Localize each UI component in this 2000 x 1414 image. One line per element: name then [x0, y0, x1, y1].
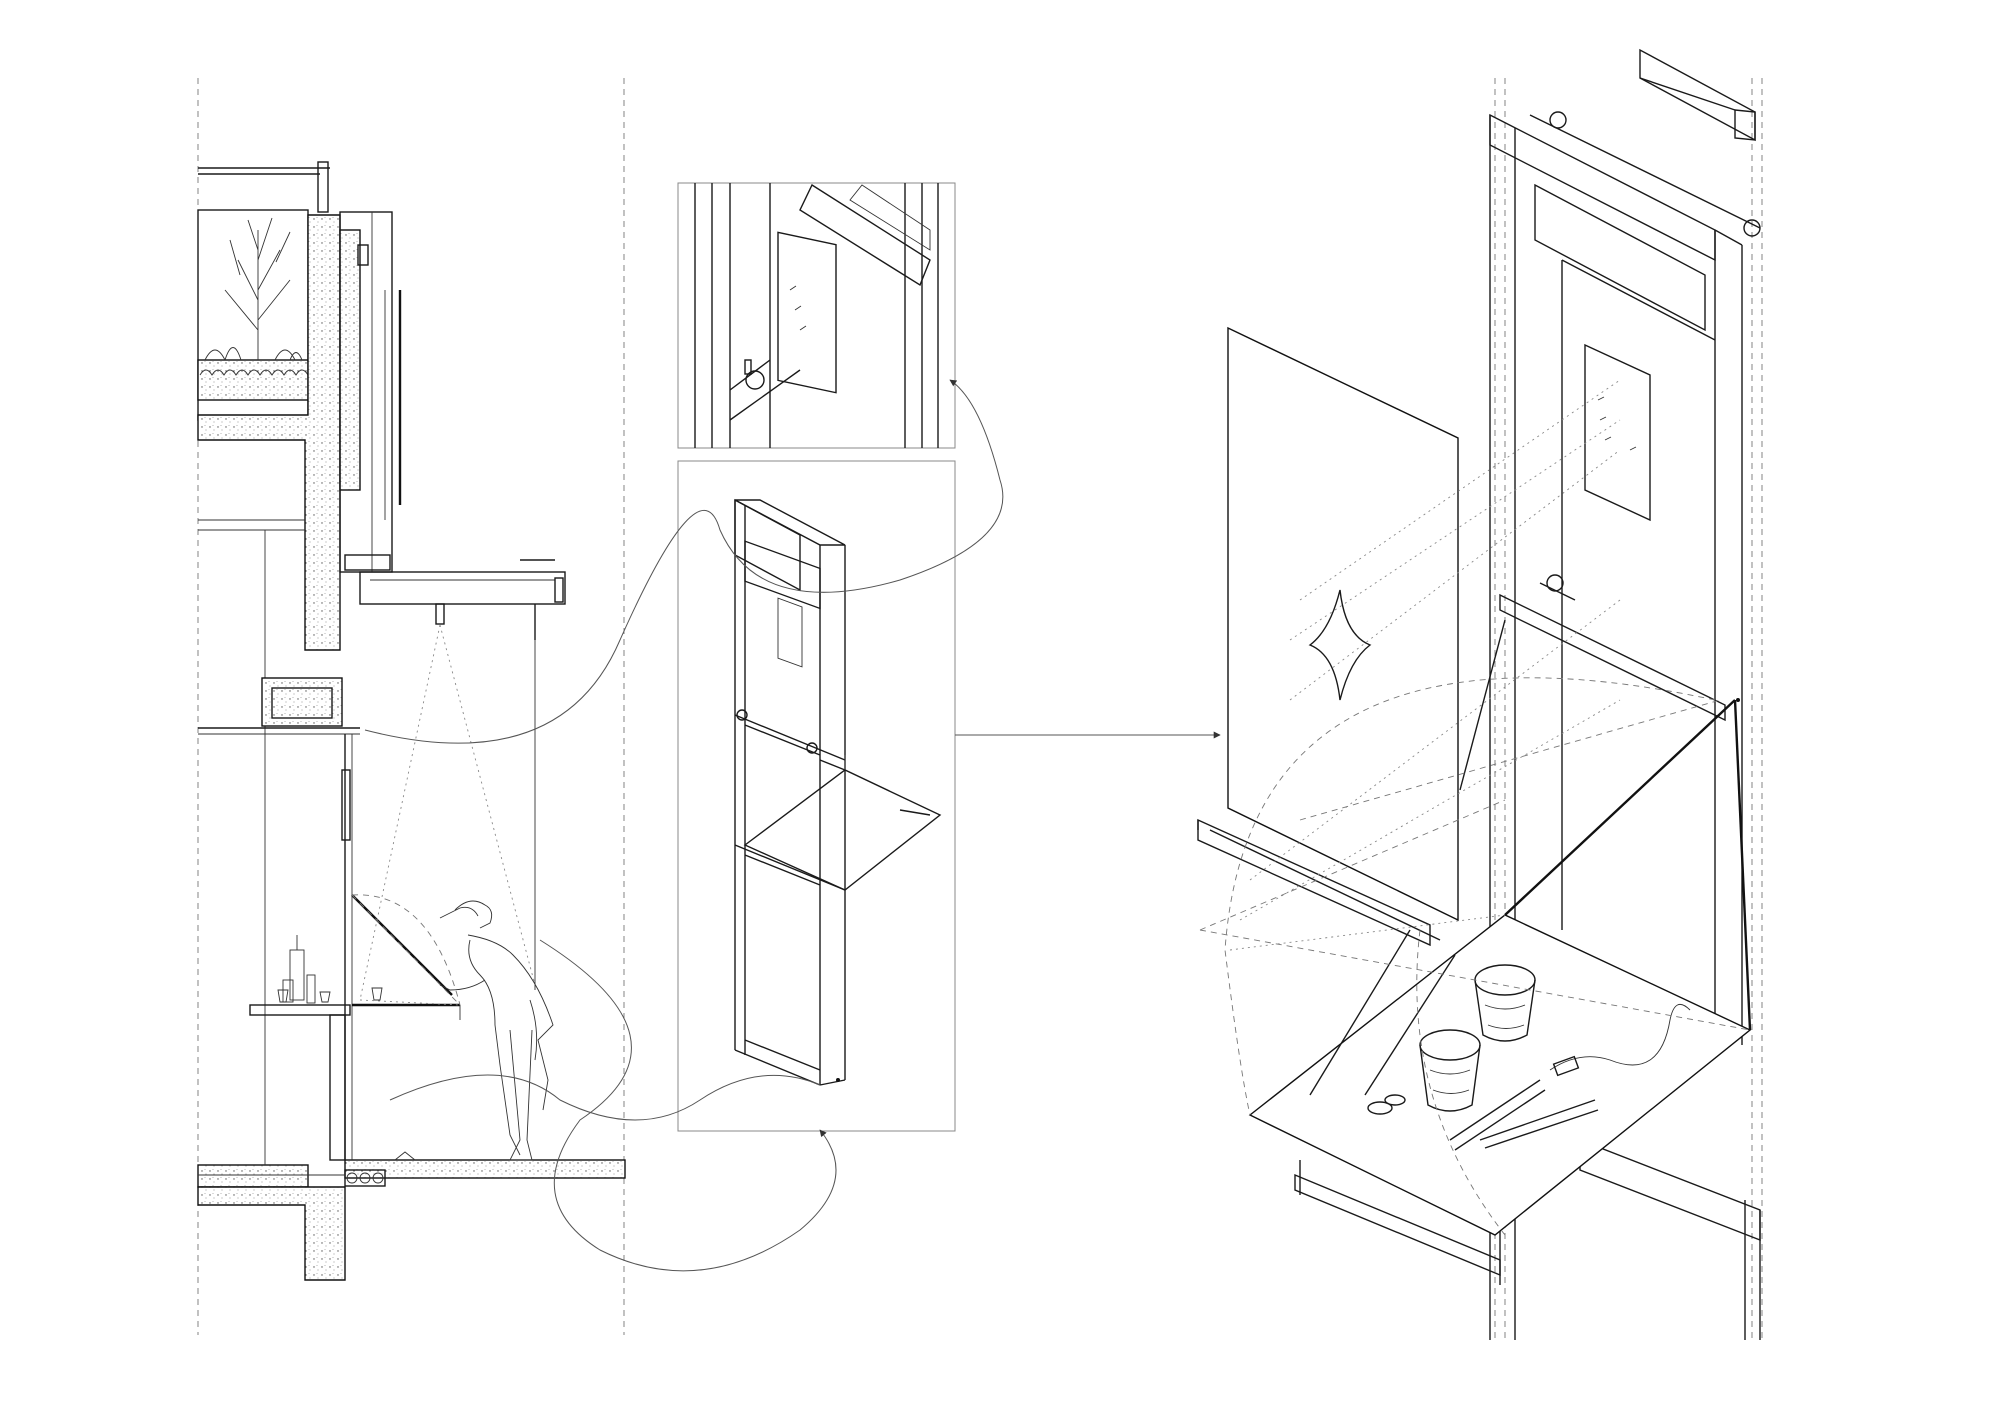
exploded-axonometric [1197, 48, 1763, 1340]
person-figure [439, 900, 554, 1161]
roof-planter [197, 209, 309, 421]
axon-tray [1248, 619, 1752, 1236]
detail-view [677, 182, 956, 449]
explode-guides [1199, 379, 1751, 1236]
concrete-structure [197, 214, 626, 1281]
connector-lines [364, 379, 1221, 1272]
interior-counter [249, 935, 351, 1161]
upper-window-frame [339, 211, 402, 573]
fold-out-shelf [351, 640, 536, 1020]
section-view [197, 78, 626, 1335]
canopy [359, 559, 566, 640]
module-view [677, 460, 956, 1132]
light-cone [359, 624, 536, 1006]
axon-front-panel [1197, 326, 1459, 947]
